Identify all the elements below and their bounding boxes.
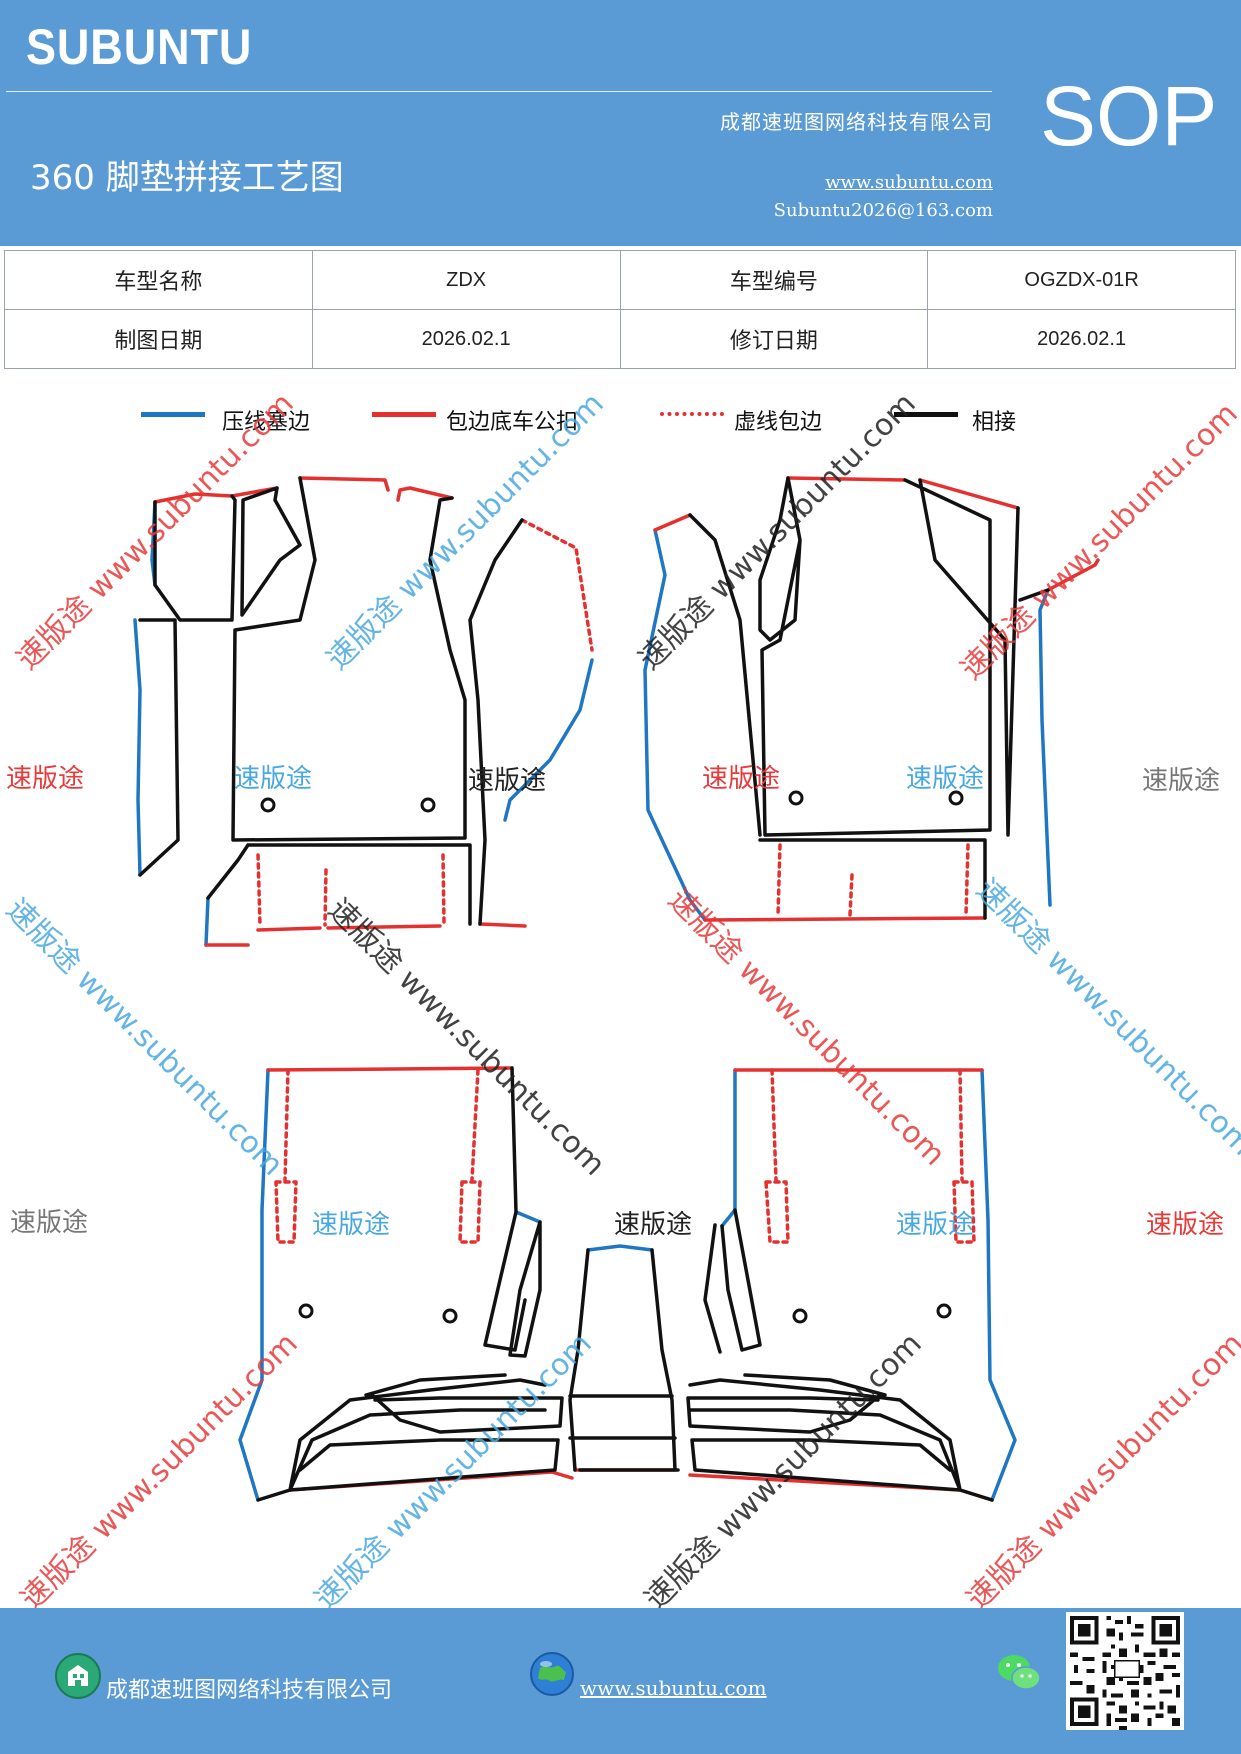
rl-mount-hole (442, 1308, 458, 1324)
legend-swatch-red (372, 412, 436, 417)
legend-swatch-blue (141, 412, 205, 417)
rl-black-seams (256, 1066, 564, 1502)
fl-mount-hole (420, 797, 436, 813)
watermark-brand: 速版途 (614, 1210, 693, 1240)
legend-label: 虚线包边 (734, 410, 823, 435)
rl-red-dotted (274, 1068, 482, 1244)
watermark-brand: 速版途 (896, 1210, 975, 1240)
label-model-name: 车型名称 (4, 250, 313, 310)
website-link[interactable]: www.subuntu.com (825, 172, 993, 193)
watermark-brand: 速版途 (1142, 766, 1221, 796)
fr-red-edge (653, 476, 1100, 922)
brand-logo: SUBUNTU (26, 19, 253, 75)
rr-mount-hole (936, 1303, 952, 1319)
company-building-icon (55, 1653, 101, 1699)
rr-mount-hole (792, 1308, 808, 1324)
watermark-brand: 速版途 (702, 764, 781, 794)
watermark-brand: 速版途 (1146, 1210, 1225, 1240)
legend-label: 包边底车公扣 (446, 410, 579, 435)
document-title: 360 脚垫拼接工艺图 (30, 158, 344, 198)
watermark-brand: 速版途 (6, 764, 85, 794)
ct-blue-edge (586, 1244, 654, 1252)
globe-icon (530, 1652, 574, 1696)
wechat-icon[interactable] (996, 1652, 1042, 1694)
rr-black-seams (686, 1208, 994, 1502)
sop-badge: SOP (1040, 69, 1218, 163)
fr-blue-edge (643, 528, 1052, 922)
header-banner (0, 0, 1241, 246)
legend-label: 压线塞边 (222, 410, 311, 435)
rr-blue-edge (720, 1068, 1017, 1502)
rear-right-mat (686, 1068, 1017, 1502)
footer-company-name: 成都速班图网络科技有限公司 (106, 1678, 393, 1703)
label-draw-date: 制图日期 (4, 309, 313, 369)
value-revision-date: 2026.02.1 (927, 309, 1236, 369)
value-model-name: ZDX (311, 250, 621, 310)
watermark-brand: 速版途 (468, 766, 547, 796)
fr-red-dotted (776, 843, 970, 917)
qr-code[interactable] (1066, 1612, 1184, 1730)
value-draw-date: 2026.02.1 (311, 309, 621, 369)
email-address[interactable]: Subuntu2026@163.com (773, 200, 993, 221)
legend-label: 相接 (972, 410, 1017, 435)
rr-red-dotted (764, 1068, 976, 1244)
watermark-brand: 速版途 (10, 1208, 89, 1238)
value-model-code: OGZDX-01R (927, 250, 1236, 310)
vehicle-info-table: 车型名称 ZDX 车型编号 OGZDX-01R 制图日期 2026.02.1 修… (4, 250, 1236, 369)
table-row: 制图日期 2026.02.1 修订日期 2026.02.1 (4, 309, 1236, 369)
legend-swatch-red-dotted (660, 412, 724, 416)
label-revision-date: 修订日期 (619, 309, 929, 369)
footer-website-link[interactable]: www.subuntu.com (580, 1676, 767, 1700)
watermark-brand: 速版途 (234, 764, 313, 794)
legend-swatch-black (894, 412, 958, 417)
fl-blue-edge (133, 500, 594, 947)
watermark-brand: 速版途 (312, 1210, 391, 1240)
rear-left-mat (238, 1066, 574, 1502)
center-tunnel-mat (568, 1244, 680, 1472)
rl-lower-strip (288, 1438, 560, 1492)
fr-mount-hole (788, 790, 804, 806)
table-row: 车型名称 ZDX 车型编号 OGZDX-01R (4, 250, 1236, 310)
fl-red-dotted (256, 518, 594, 927)
front-right-mat (643, 476, 1100, 922)
company-name: 成都速班图网络科技有限公司 (720, 110, 993, 134)
fl-red-edge (153, 476, 527, 947)
label-model-code: 车型编号 (619, 250, 929, 310)
rl-mount-hole (298, 1303, 314, 1319)
ct-black-seams (568, 1248, 680, 1472)
fr-mount-hole (948, 790, 964, 806)
watermark-brand: 速版途 (906, 764, 985, 794)
fr-black-seams (688, 476, 1050, 920)
legend: 压线塞边 包边底车公扣 虚线包边 相接 (0, 404, 1241, 435)
fl-mount-hole (260, 797, 276, 813)
header-divider (6, 91, 992, 92)
rl-blue-edge (238, 1068, 542, 1502)
fl-black-seams (138, 476, 524, 926)
front-left-mat (133, 476, 594, 947)
